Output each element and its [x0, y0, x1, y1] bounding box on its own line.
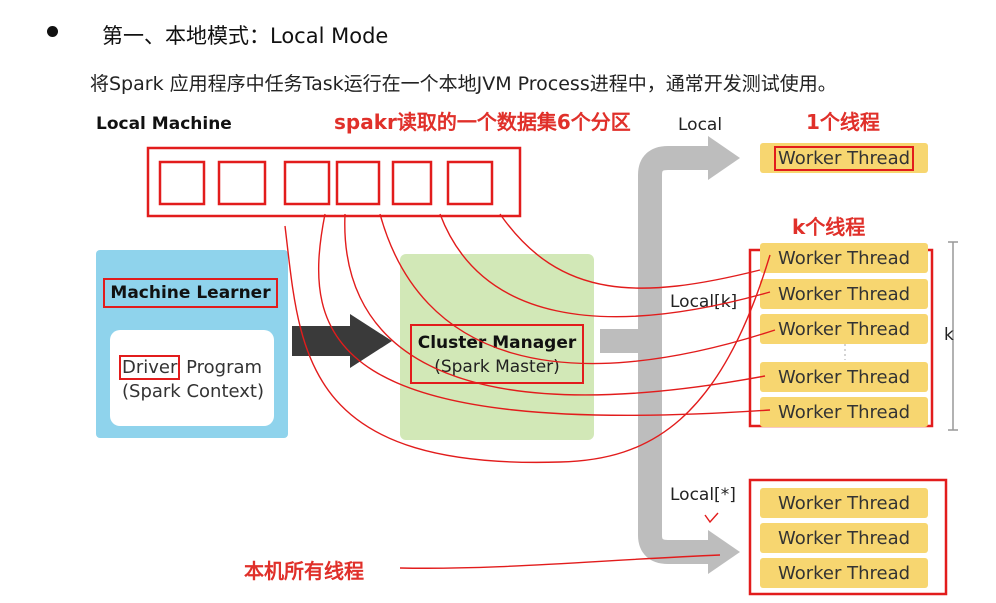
driver-program-text: Driver Program (Spark Context)	[119, 355, 264, 404]
worker-thread-all-1: Worker Thread	[760, 488, 928, 518]
worker-thread-label: Worker Thread	[777, 318, 911, 340]
worker-thread-label: Worker Thread	[777, 247, 911, 269]
worker-thread-all-3: Worker Thread	[760, 558, 928, 588]
worker-thread-label: Worker Thread	[773, 145, 915, 171]
driver-word: Driver	[119, 355, 181, 380]
mode-local-label: Local	[678, 115, 723, 135]
spark-context-label: (Spark Context)	[122, 381, 264, 402]
driver-program-box	[110, 330, 274, 426]
local-machine-label: Local Machine	[96, 114, 232, 134]
worker-thread-all-2: Worker Thread	[760, 523, 928, 553]
worker-thread-k-3: Worker Thread	[760, 314, 928, 344]
worker-thread-k-4: Worker Thread	[760, 362, 928, 392]
worker-thread-label: Worker Thread	[777, 492, 911, 514]
annotation-partitions: spakr读取的一个数据集6个分区	[334, 110, 631, 134]
mode-local-k-label: Local[k]	[670, 292, 738, 312]
worker-thread-label: Worker Thread	[777, 527, 911, 549]
annotation-one-thread: 1个线程	[806, 110, 880, 134]
worker-thread-label: Worker Thread	[777, 562, 911, 584]
all-threads-outline	[748, 478, 948, 596]
arrow-head-local	[708, 136, 740, 180]
annotation-all-threads: 本机所有线程	[244, 559, 364, 583]
worker-thread-label: Worker Thread	[777, 366, 911, 388]
annotation-k-threads: k个线程	[792, 215, 866, 239]
worker-thread-label: Worker Thread	[777, 283, 911, 305]
bullet-dot	[47, 26, 58, 37]
arrow-head-local-star	[708, 530, 740, 574]
mode-local-star-label: Local[*]	[670, 485, 736, 505]
k-axis-label: k	[944, 325, 954, 345]
machine-learner-label: Machine Learner	[103, 278, 278, 308]
cluster-manager-label-box: Cluster Manager (Spark Master)	[410, 324, 584, 384]
worker-thread-k-2: Worker Thread	[760, 279, 928, 309]
driver-program-rest: Program	[180, 357, 263, 378]
cluster-manager-label: Cluster Manager	[417, 333, 577, 353]
worker-thread-label: Worker Thread	[777, 401, 911, 423]
worker-thread-local: Worker Thread	[760, 143, 928, 173]
worker-thread-k-1: Worker Thread	[760, 243, 928, 273]
driver-to-manager-arrow	[292, 314, 392, 368]
section-description: 将Spark 应用程序中任务Task运行在一个本地JVM Process进程中，…	[90, 73, 837, 95]
partition-squares	[158, 160, 494, 206]
k-axis	[948, 241, 958, 431]
section-heading: 第一、本地模式：Local Mode	[102, 24, 389, 48]
spark-master-label: (Spark Master)	[434, 357, 560, 377]
worker-thread-k-5: Worker Thread	[760, 397, 928, 427]
